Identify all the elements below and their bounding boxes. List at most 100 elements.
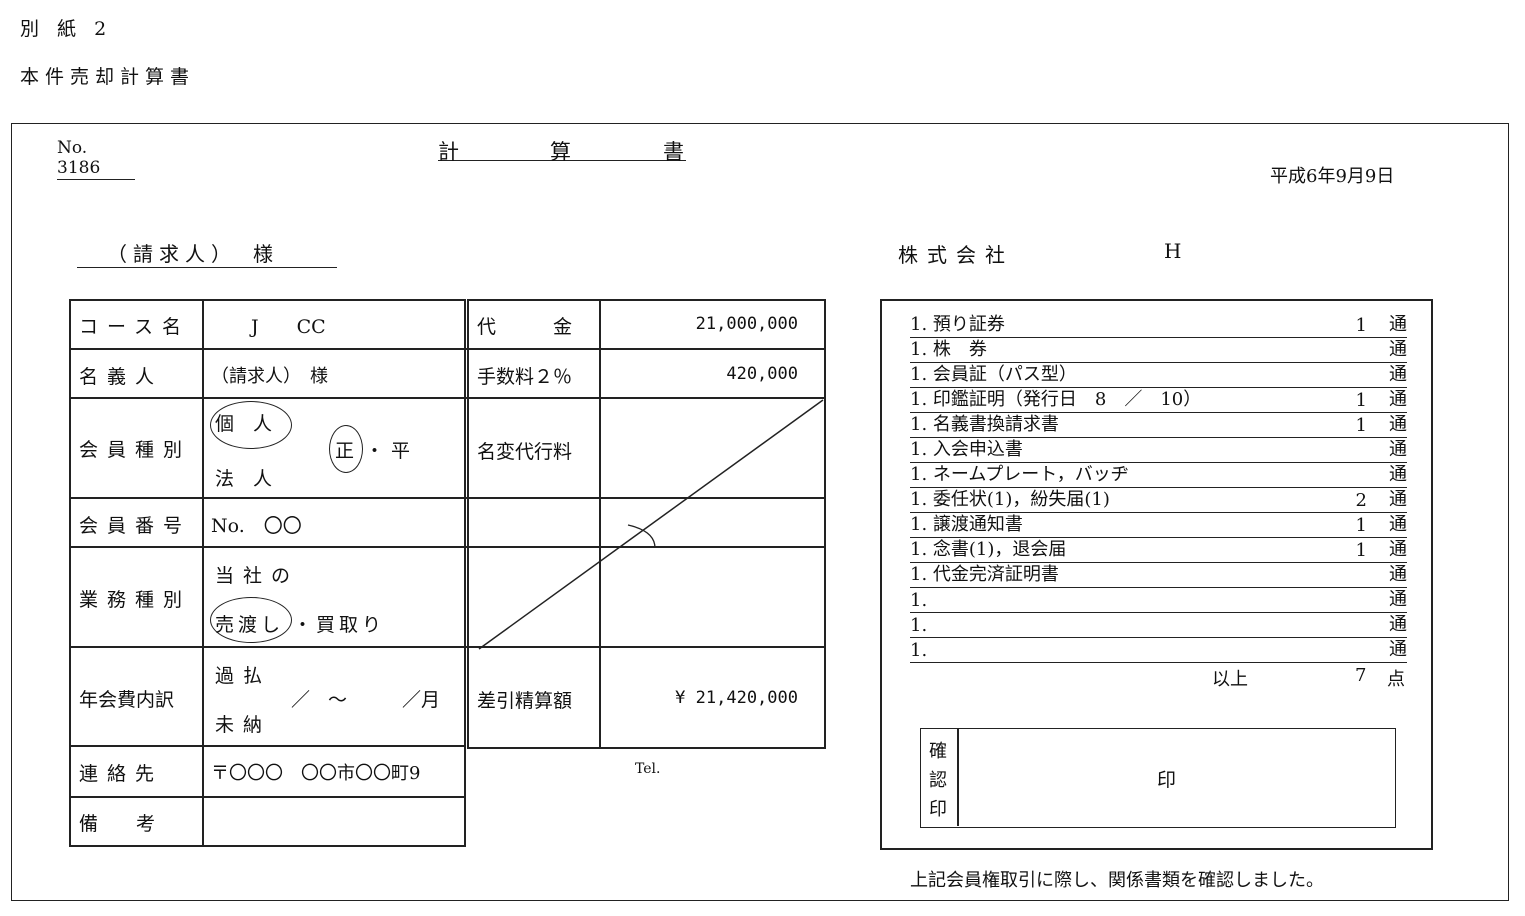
net-amount-label: 差引精算額: [477, 690, 573, 712]
member-type-flat: 平: [391, 440, 411, 462]
row-line: [69, 646, 826, 648]
document-name: 1.: [910, 615, 928, 636]
document-row: 1. 入会申込書通: [910, 438, 1407, 463]
business-type-label: 業務種別: [79, 589, 192, 611]
document-name: 1. ネームプレート，バッヂ: [910, 464, 1129, 485]
amount-divider: [599, 299, 601, 749]
seal-mark: 印: [1157, 769, 1177, 791]
holder-value: （請求人） 様: [211, 366, 328, 387]
document-row: 1.通: [910, 613, 1407, 638]
document-count: 1: [1355, 515, 1367, 536]
document-row: 1. 会員証（パス型） 通: [910, 363, 1407, 388]
document-unit: 通: [1389, 389, 1407, 410]
document-count: 1: [1355, 415, 1367, 436]
company-label: 株式会社: [898, 243, 1014, 267]
tel-label: Tel.: [635, 761, 661, 777]
contact-value: 〒〇〇〇 〇〇市〇〇町9: [211, 763, 421, 784]
document-count: 1: [1355, 390, 1367, 411]
document-unit: 通: [1389, 514, 1407, 535]
course-value: J CC: [251, 316, 326, 338]
left-block-border: [69, 299, 466, 847]
form-title: 計 算 書: [438, 136, 686, 164]
document-unit: 通: [1389, 439, 1407, 460]
row-line: [69, 546, 826, 548]
transfer-fee-label: 名変代行料: [477, 441, 573, 463]
document-count: 1: [1355, 540, 1367, 561]
document-unit: 通: [1389, 639, 1407, 660]
document-unit: 通: [1389, 339, 1407, 360]
price-value: 21,000,000: [695, 314, 798, 334]
document-row: 1.通: [910, 638, 1407, 663]
document-row: 1.通: [910, 588, 1407, 613]
member-type-separator: ・: [365, 440, 385, 462]
document-name: 1. 会員証（パス型）: [910, 364, 1077, 385]
document-name: 1. 譲渡通知書: [910, 514, 1023, 535]
document-row: 1. 譲渡通知書 1 通: [910, 513, 1407, 538]
document-unit: 通: [1389, 364, 1407, 385]
row-line: [69, 745, 466, 747]
row-line: [69, 348, 826, 350]
total-count: 7: [1355, 665, 1367, 686]
document-row: 1. ネームプレート，バッヂ 通: [910, 463, 1407, 488]
remarks-label: 備 考: [79, 813, 156, 835]
price-label: 代 金: [477, 316, 573, 338]
document-name: 1. 名義書換請求書: [910, 414, 1059, 435]
label-divider: [202, 299, 204, 847]
course-label: コース名: [79, 316, 191, 338]
document-row: 1. 代金完済証明書 通: [910, 563, 1407, 588]
document-name: 1. 株 券: [910, 339, 987, 360]
document-unit: 通: [1389, 564, 1407, 585]
document-count: 2: [1355, 490, 1367, 511]
annual-fee-label: 年会費内訳: [79, 689, 175, 711]
business-buy: ・買取り: [293, 614, 386, 636]
member-number-label: 会員番号: [79, 515, 192, 537]
annual-month: 月: [421, 689, 441, 711]
confirmation-seal-box: 確 認 印 印: [920, 728, 1396, 828]
document-row: 1. 名義書換請求書 1 通: [910, 413, 1407, 438]
member-type-regular: 正: [335, 440, 355, 462]
document-count: 1: [1355, 315, 1367, 336]
document-unit: 通: [1389, 314, 1407, 335]
document-name: 1. 代金完済証明書: [910, 564, 1059, 585]
regular-circle: [329, 425, 363, 473]
form-title-char-1: 計: [438, 140, 459, 164]
form-title-char-3: 書: [663, 140, 684, 164]
form-date: 平成6年9月9日: [1270, 166, 1395, 187]
document-name: 1. 印鑑証明（発行日 8 ／ 10）: [910, 389, 1202, 410]
confirm-label: 確 認 印: [929, 737, 947, 824]
settlement-table: コース名 J CC 代 金 21,000,000 名義人 （請求人） 様 手数料…: [69, 299, 826, 847]
annual-unpaid: 未納: [215, 714, 272, 736]
fee-value: 420,000: [726, 364, 798, 384]
document-row: 1. 印鑑証明（発行日 8 ／ 10） 1 通: [910, 388, 1407, 413]
confirm-label-char-2: 認: [929, 770, 947, 791]
document-row: 1. 預り証券 1 通: [910, 313, 1407, 338]
document-name: 1. 預り証券: [910, 314, 1005, 335]
strike-line: [478, 399, 824, 650]
attachment-label: 別 紙 2: [20, 18, 113, 40]
business-sale: 売渡し: [215, 614, 285, 636]
document-unit: 通: [1389, 464, 1407, 485]
total-unit: 点: [1387, 669, 1405, 690]
member-type-label: 会員種別: [79, 439, 192, 461]
document-unit: 通: [1389, 414, 1407, 435]
document-row: 1. 株 券 通: [910, 338, 1407, 363]
sale-circle: [210, 597, 292, 643]
document-unit: 通: [1389, 539, 1407, 560]
holder-label: 名義人: [79, 366, 164, 388]
document-name: 1. 委任状(1)，紛失届(1): [910, 489, 1110, 510]
document-name: 1. 念書(1)，退会届: [910, 539, 1067, 560]
document-title: 本件売却計算書: [20, 66, 196, 88]
individual-circle: [210, 401, 292, 449]
net-amount-value: ¥ 21,420,000: [675, 688, 798, 708]
fee-label: 手数料２％: [477, 366, 573, 388]
annual-overpaid: 過払: [215, 665, 272, 687]
contact-label: 連絡先: [79, 763, 164, 785]
business-company: 当社の: [215, 565, 300, 587]
document-name: 1.: [910, 590, 928, 611]
document-row: 1. 念書(1)，退会届 1 通: [910, 538, 1407, 563]
row-line: [69, 397, 826, 399]
member-type-corporate: 法 人: [215, 468, 273, 490]
row-line: [69, 497, 826, 499]
